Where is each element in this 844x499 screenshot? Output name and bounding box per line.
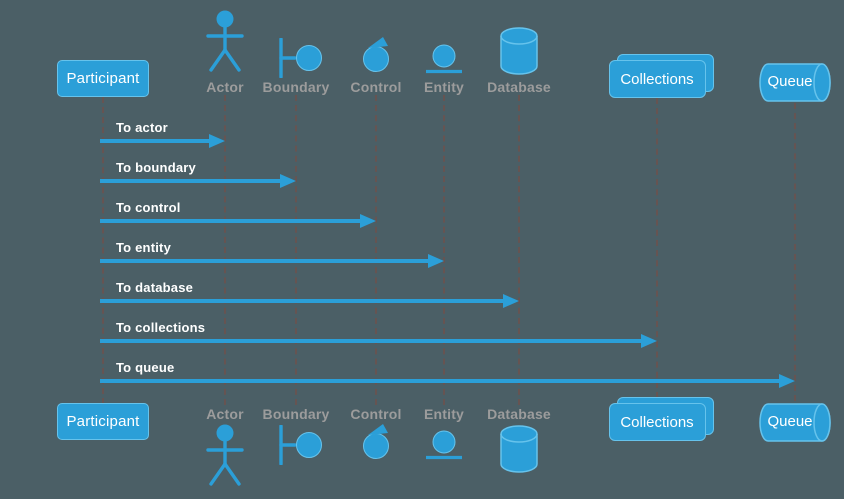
actor-label: Actor — [206, 406, 244, 422]
message-arrow — [100, 139, 211, 143]
collections-label: Collections — [620, 413, 694, 431]
participant-foot-control — [359, 423, 395, 459]
message-arrow — [100, 299, 505, 303]
control-label: Control — [350, 79, 402, 95]
lifeline-database — [518, 95, 520, 405]
control-label: Control — [350, 406, 402, 422]
participant-head-entity — [424, 44, 464, 74]
message-label: To actor — [116, 120, 168, 135]
entity-icon — [426, 430, 462, 460]
lifeline-actor — [224, 95, 226, 405]
lifeline-boundary — [295, 95, 297, 405]
participant-head-participant: Participant — [57, 60, 149, 97]
queue-cylinder-icon — [759, 403, 831, 442]
participant-foot-collections: Collections — [608, 397, 714, 441]
lifeline-participant — [102, 97, 104, 404]
actor-label: Actor — [206, 79, 244, 95]
queue-label: Queue — [767, 73, 813, 90]
actor-icon — [206, 10, 244, 72]
entity-label: Entity — [423, 406, 465, 422]
message-label: To collections — [116, 320, 206, 335]
participant-foot-boundary — [278, 424, 326, 466]
collections-label: Collections — [620, 70, 694, 88]
database-label: Database — [487, 406, 551, 422]
collections-box: Collections — [608, 60, 706, 98]
participant-foot-queue — [758, 402, 832, 443]
lifeline-collections — [656, 98, 658, 398]
participant-head-database — [498, 26, 540, 76]
message-arrowhead-icon — [641, 334, 657, 348]
participant-foot-database — [498, 424, 540, 474]
message-arrowhead-icon — [503, 294, 519, 308]
database-icon — [500, 425, 538, 473]
message-label: To database — [116, 280, 194, 295]
lifeline-queue — [794, 103, 796, 401]
boundary-label: Boundary — [262, 406, 330, 422]
message-label: To queue — [116, 360, 175, 375]
message-arrowhead-icon — [280, 174, 296, 188]
queue-label: Queue — [767, 413, 813, 430]
participant-head-queue — [758, 62, 832, 103]
message-arrow — [100, 379, 781, 383]
lifeline-control — [375, 95, 377, 405]
message-arrow — [100, 339, 643, 343]
control-icon — [363, 424, 389, 459]
database-icon — [500, 27, 538, 75]
message-arrowhead-icon — [428, 254, 444, 268]
message-arrowhead-icon — [779, 374, 795, 388]
message-arrowhead-icon — [209, 134, 225, 148]
participant-foot-entity — [424, 430, 464, 460]
boundary-label: Boundary — [262, 79, 330, 95]
participant-head-boundary — [278, 37, 326, 79]
message-arrow — [100, 259, 430, 263]
participant-head-control — [359, 36, 395, 72]
message-label: To boundary — [116, 160, 196, 175]
lifeline-entity — [443, 95, 445, 405]
participant-foot-participant: Participant — [57, 403, 149, 440]
database-label: Database — [487, 79, 551, 95]
entity-label: Entity — [423, 79, 465, 95]
boundary-icon — [279, 37, 322, 79]
participant-head-actor — [203, 10, 247, 72]
participant-box-label: Participant — [66, 413, 140, 430]
message-label: To entity — [116, 240, 171, 255]
actor-icon — [206, 424, 244, 486]
message-arrowhead-icon — [360, 214, 376, 228]
entity-icon — [426, 44, 462, 74]
participant-box-label: Participant — [66, 70, 140, 87]
message-arrow — [100, 179, 282, 183]
queue-cylinder-icon — [759, 63, 831, 102]
participant-head-collections: Collections — [608, 54, 714, 98]
participant-foot-actor — [203, 424, 247, 486]
collections-box: Collections — [608, 403, 706, 441]
message-label: To control — [116, 200, 181, 215]
boundary-icon — [279, 424, 322, 466]
message-arrow — [100, 219, 362, 223]
control-icon — [363, 37, 389, 72]
